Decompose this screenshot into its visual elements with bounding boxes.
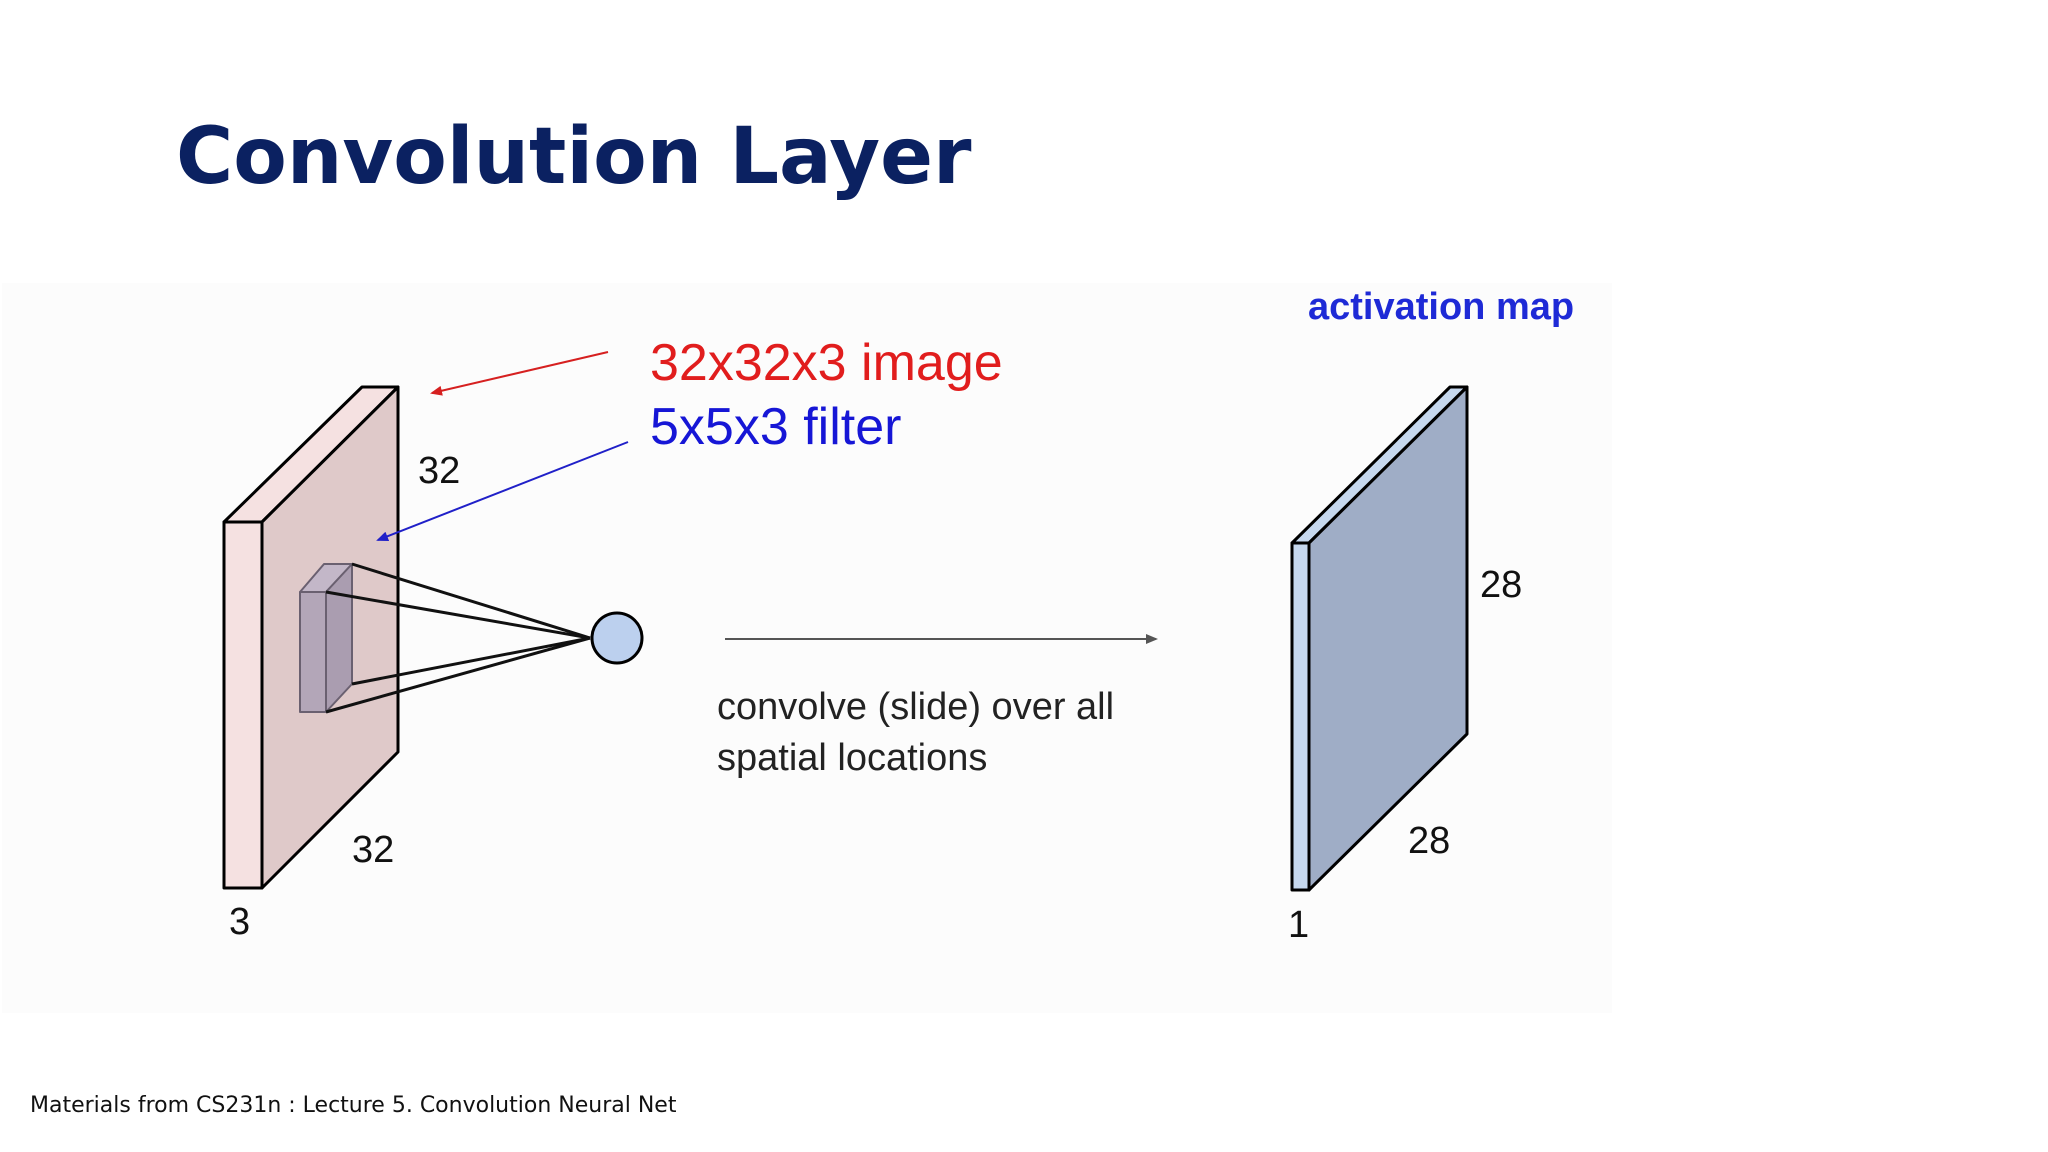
convolve-text-line1: convolve (slide) over all [717, 686, 1114, 728]
convolve-text-line2: spatial locations [717, 737, 987, 779]
input-volume [222, 385, 400, 890]
filter-box [299, 563, 353, 713]
activation-map-volume [1290, 385, 1469, 892]
input-width-label: 32 [352, 829, 394, 871]
activation-map-caption: activation map [1308, 286, 1574, 328]
image-pointer-arrow [430, 351, 609, 396]
input-volume-front [222, 520, 264, 890]
filter-caption: 5x5x3 filter [650, 398, 901, 456]
activation-map-front [1290, 541, 1311, 892]
input-height-label: 32 [418, 450, 460, 492]
output-height-label: 28 [1480, 564, 1522, 606]
source-note: Materials from CS231n : Lecture 5. Convo… [30, 1093, 677, 1118]
filter-pointer-arrow [376, 441, 629, 542]
output-depth-label: 1 [1288, 904, 1309, 946]
output-neuron [590, 611, 644, 665]
receptive-field-lines [325, 562, 591, 714]
output-width-label: 28 [1408, 820, 1450, 862]
slide-title: Convolution Layer [176, 112, 972, 202]
input-depth-label: 3 [229, 901, 250, 943]
image-caption: 32x32x3 image [650, 334, 1003, 392]
